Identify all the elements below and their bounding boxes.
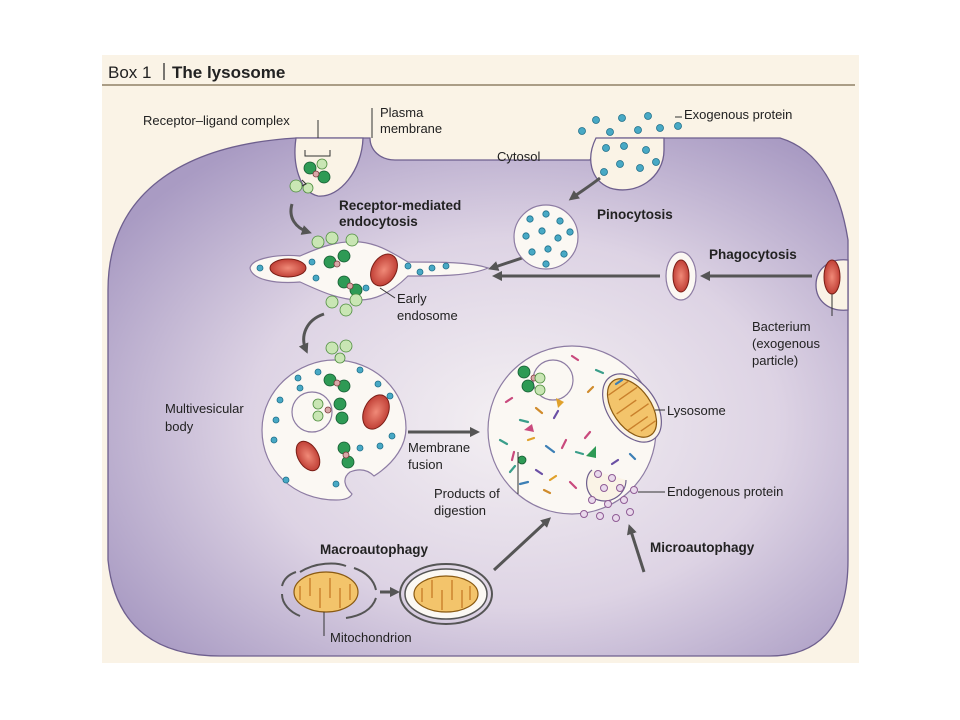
label-products-2: digestion xyxy=(434,503,486,518)
lysosome-mitochondrion xyxy=(602,373,662,443)
autophagosome xyxy=(399,563,493,625)
lysosome-receptor xyxy=(517,365,546,396)
mvb-particle-2 xyxy=(295,440,321,472)
label-endogenous-protein: Endogenous protein xyxy=(667,484,783,499)
label-plasma-membrane-2: membrane xyxy=(380,121,442,136)
label-bacterium-1: Bacterium xyxy=(752,319,811,334)
label-products-1: Products of xyxy=(434,486,500,501)
label-rme-1: Receptor-mediated xyxy=(339,198,461,213)
label-exogenous-protein: Exogenous protein xyxy=(684,107,792,122)
digestion-products xyxy=(498,354,637,495)
bacterium xyxy=(823,259,841,295)
early-endosome-particle-1 xyxy=(269,258,307,278)
arrow-pinocytosis-in xyxy=(568,176,601,201)
label-early-endosome-1: Early xyxy=(397,291,427,306)
arrow-endosome-to-mvb xyxy=(298,312,325,354)
label-lysosome: Lysosome xyxy=(667,403,726,418)
coated-pit xyxy=(294,137,364,197)
multivesicular-body xyxy=(261,359,407,501)
label-plasma-membrane-1: Plasma xyxy=(380,105,424,120)
mitochondrion xyxy=(293,571,359,613)
label-bacterium-3: particle) xyxy=(752,353,798,368)
pinosome-contents xyxy=(522,210,574,268)
label-bacterium-2: (exogenous xyxy=(752,336,820,351)
receptor-bracket xyxy=(304,120,331,157)
label-early-endosome-2: endosome xyxy=(397,308,458,323)
phagosome-bacterium xyxy=(672,259,690,293)
endogenous-protein-dots xyxy=(580,470,638,522)
label-phagocytosis: Phagocytosis xyxy=(709,247,797,262)
mvb-contents xyxy=(270,339,396,488)
box-title: The lysosome xyxy=(172,63,285,82)
label-mitochondrion: Mitochondrion xyxy=(330,630,412,645)
label-mvb-2: body xyxy=(165,419,194,434)
label-membrane-fusion-2: fusion xyxy=(408,457,443,472)
early-endosome-leader xyxy=(379,287,396,299)
label-cytosol: Cytosol xyxy=(497,149,540,164)
mvb-particle-1 xyxy=(362,394,390,430)
label-membrane-fusion-1: Membrane xyxy=(408,440,470,455)
label-pinocytosis: Pinocytosis xyxy=(597,207,673,222)
label-macroautophagy: Macroautophagy xyxy=(320,542,429,557)
label-mvb-1: Multivesicular xyxy=(165,401,244,416)
receptor-ligand-complex xyxy=(289,158,331,194)
arrow-endocytosis xyxy=(289,203,312,235)
label-receptor-ligand-complex: Receptor–ligand complex xyxy=(143,113,290,128)
isolation-membrane xyxy=(281,562,377,619)
box-number: Box 1 xyxy=(108,63,151,82)
early-endosome-contents xyxy=(256,231,450,317)
label-rme-2: endocytosis xyxy=(339,214,418,229)
early-endosome-particle-2 xyxy=(370,253,398,287)
arrow-microautophagy xyxy=(626,524,646,573)
exogenous-protein-dots xyxy=(578,112,682,176)
label-microautophagy: Microautophagy xyxy=(650,540,755,555)
arrow-macroautophagy xyxy=(492,517,551,572)
